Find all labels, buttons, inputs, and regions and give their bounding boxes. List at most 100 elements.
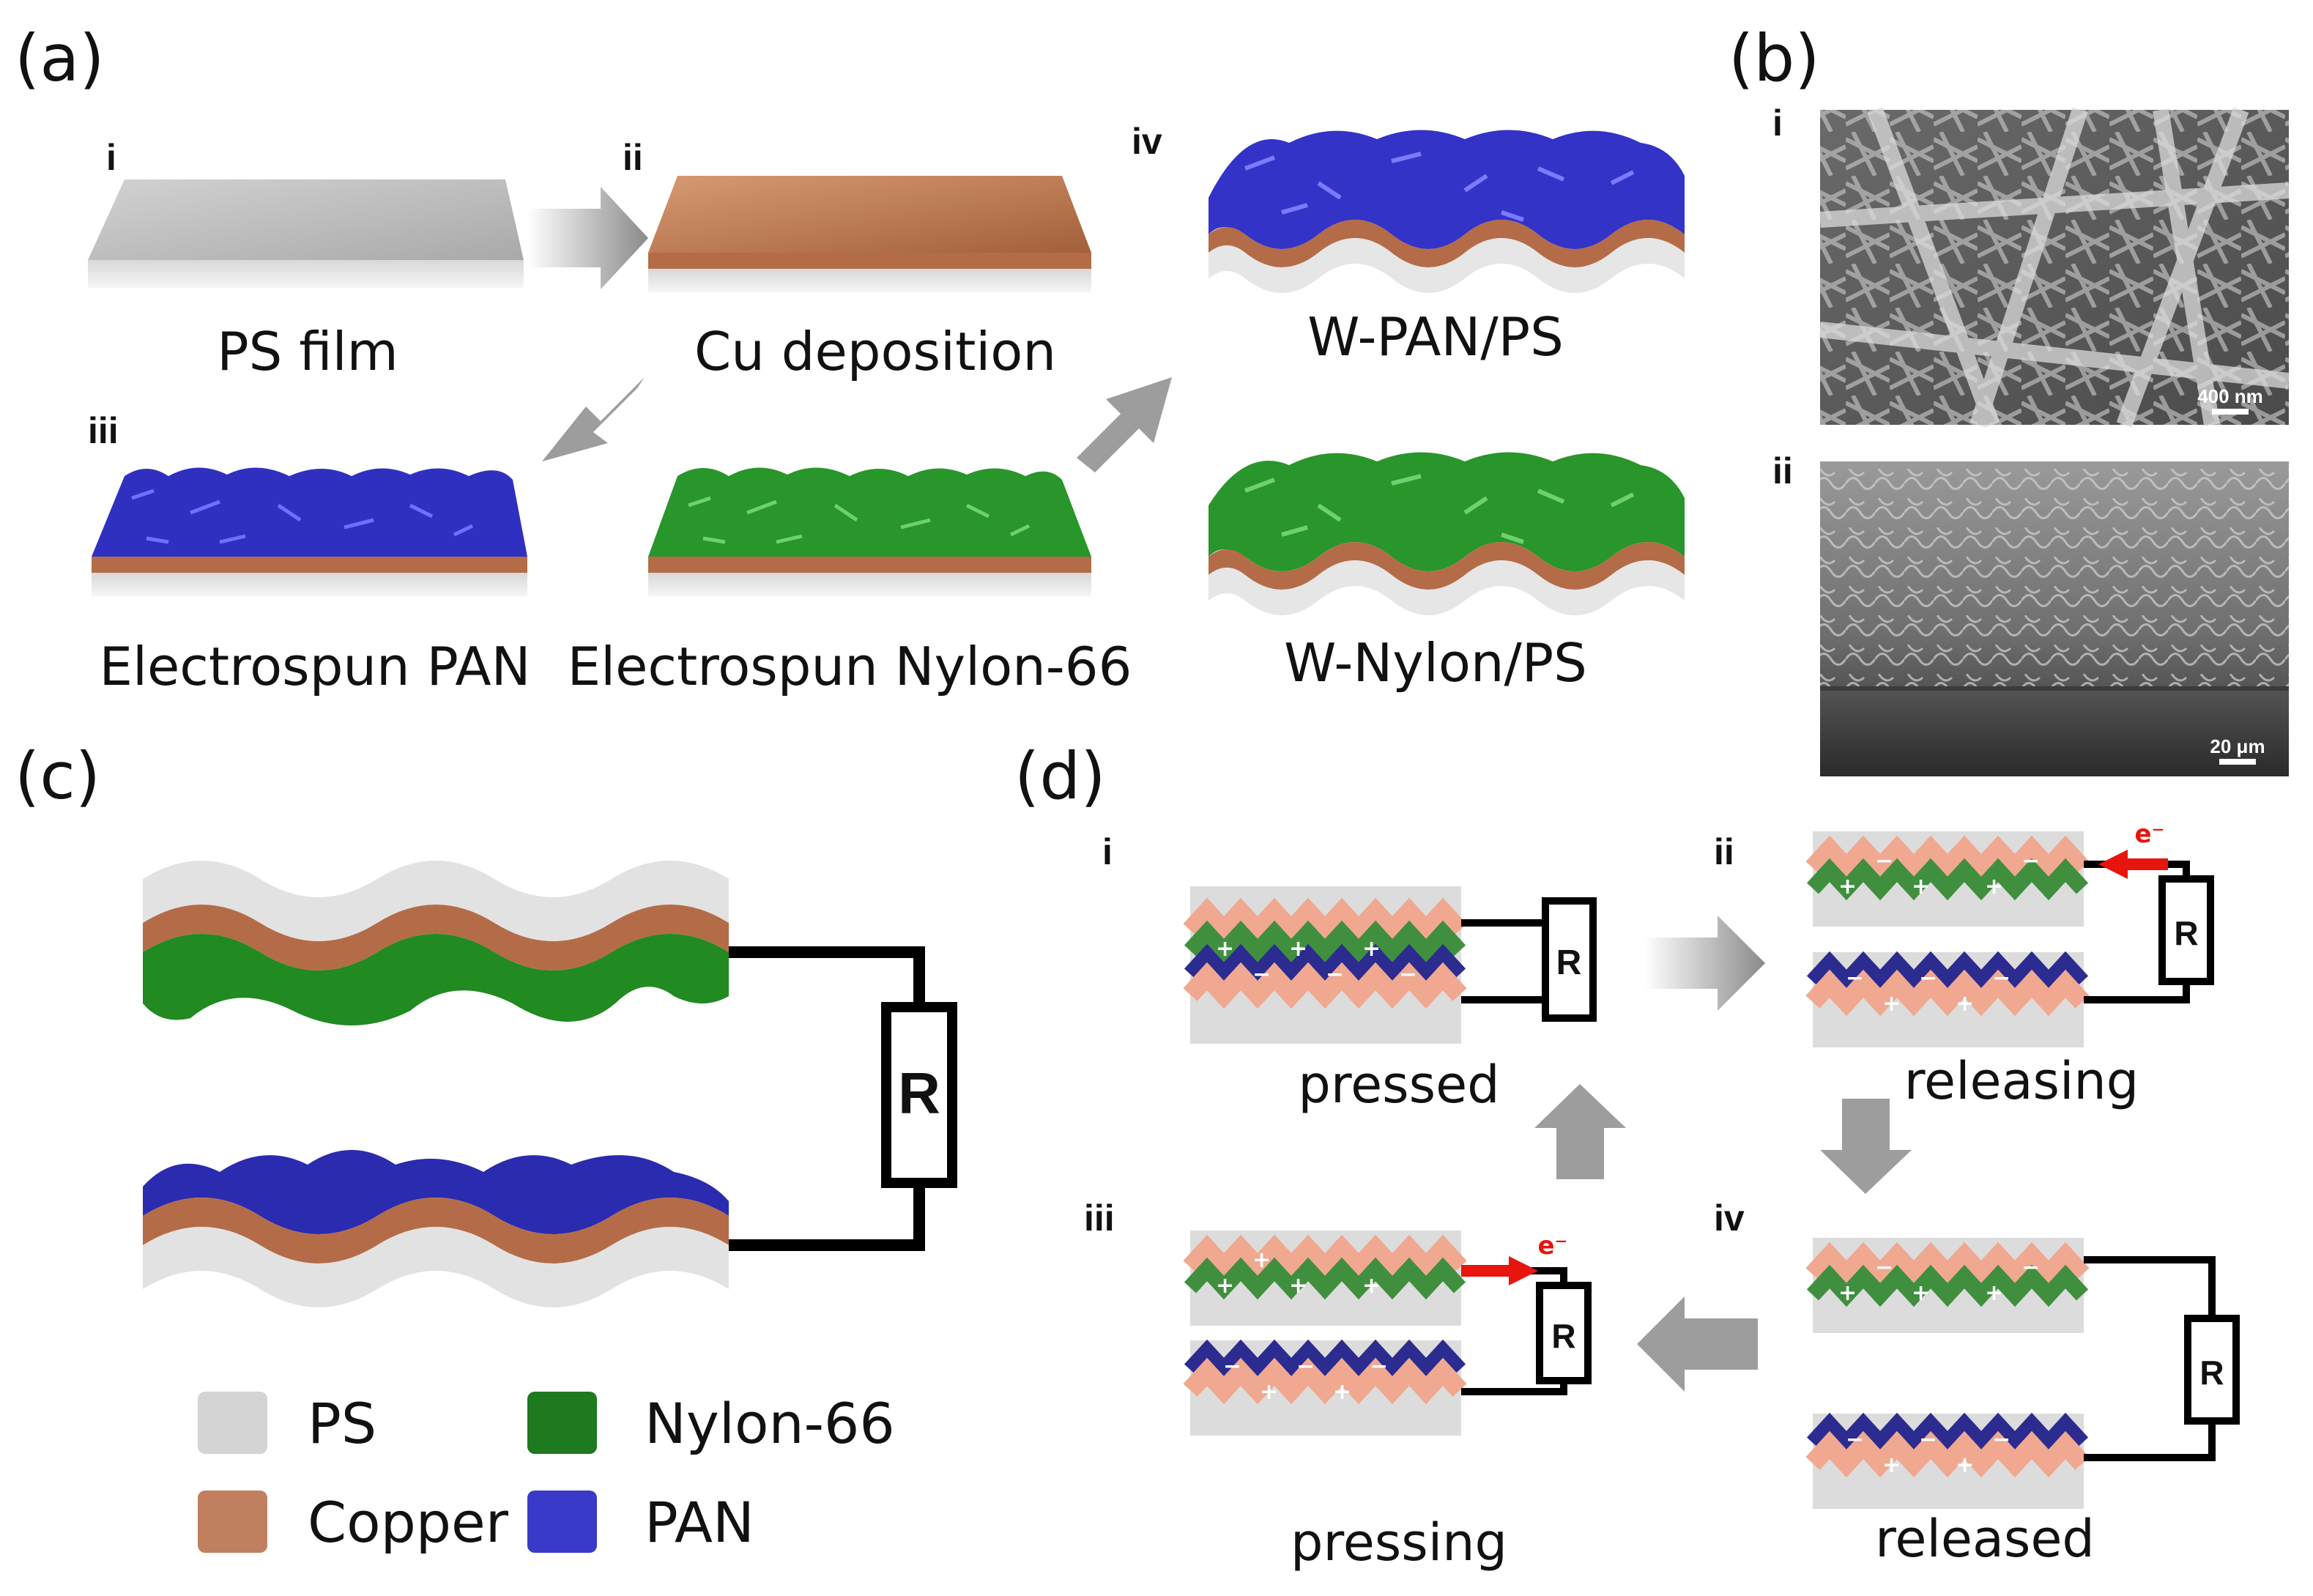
charge-minus: −	[1296, 1354, 1315, 1379]
legend-label-nylon: Nylon-66	[645, 1391, 895, 1456]
charge-plus: +	[1838, 1280, 1857, 1306]
charge-plus: +	[1289, 1273, 1307, 1299]
ps-film-slab	[88, 179, 524, 288]
legend-label-pan: PAN	[645, 1490, 754, 1555]
state-pressed-device: + + + − − −	[1183, 886, 1467, 1044]
electron-arrow-releasing	[2098, 850, 2168, 879]
state-iii-numeral: iii	[1084, 1198, 1115, 1239]
charge-minus: −	[1875, 1255, 1893, 1280]
charge-minus: −	[1919, 965, 1937, 991]
state-ii-numeral: ii	[1714, 831, 1734, 872]
arrow-to-iv	[1077, 377, 1172, 472]
step-ii-numeral: ii	[623, 137, 643, 178]
charge-plus: +	[1260, 1379, 1278, 1405]
charge-minus: −	[1919, 1427, 1937, 1452]
resistor-pressing-label: R	[1551, 1317, 1575, 1355]
charge-minus: −	[1992, 1427, 2011, 1452]
state-i-numeral: i	[1102, 831, 1113, 872]
circuit-released: R	[2084, 1256, 2240, 1461]
resistor-released-label: R	[2199, 1354, 2224, 1392]
state-iv-caption: released	[1875, 1509, 2095, 1569]
legend: PS Nylon-66 Copper PAN	[198, 1391, 895, 1555]
resistor-releasing-label: R	[2174, 914, 2198, 952]
charge-plus: +	[1912, 1280, 1930, 1306]
circuit-pressed: R	[1461, 897, 1597, 1022]
sem-ii-numeral: ii	[1772, 450, 1793, 491]
charge-plus: +	[1289, 936, 1307, 962]
charge-plus: +	[1985, 874, 2003, 899]
charge-plus: +	[1912, 874, 1930, 899]
arrow-i-to-ii	[527, 187, 648, 289]
panel-d-label: (d)	[1014, 738, 1106, 814]
legend-label-copper: Copper	[308, 1490, 509, 1555]
sem-image-cross-section: 20 μm	[1820, 461, 2289, 776]
charge-plus: +	[1882, 1452, 1901, 1478]
charge-minus: −	[2021, 1255, 2040, 1280]
legend-swatch-copper	[198, 1491, 267, 1553]
state-i-caption: pressed	[1298, 1055, 1499, 1115]
arrow-i-to-ii-d	[1644, 916, 1765, 1011]
nylon-slab	[648, 467, 1091, 596]
sem-ii-scale-bar: 20 μm	[2210, 735, 2265, 757]
w-pan-ps-slab	[1209, 130, 1685, 293]
charge-minus: −	[2021, 848, 2040, 874]
charge-minus: −	[1399, 962, 1417, 987]
panel-c: (c) R PS Nylon-66 Copper PA	[15, 738, 957, 1555]
top-electrode-stack	[143, 861, 729, 1025]
electron-label-pressing: e⁻	[1537, 1231, 1567, 1261]
legend-swatch-pan	[527, 1491, 597, 1553]
charge-plus: +	[1252, 1247, 1271, 1273]
w-nylon-ps-slab	[1209, 452, 1685, 615]
charge-plus: +	[1882, 991, 1901, 1017]
charge-plus: +	[1956, 991, 1974, 1017]
sem-i-scale-bar: 400 nm	[2197, 385, 2263, 407]
step-iv-numeral: iv	[1132, 121, 1162, 162]
charge-minus: −	[1992, 965, 2011, 991]
charge-plus: +	[1362, 936, 1381, 962]
step-iv-caption: W-PAN/PS	[1307, 306, 1564, 368]
charge-plus: +	[1333, 1379, 1351, 1405]
cu-deposition-slab	[648, 176, 1091, 292]
charge-minus: −	[1875, 848, 1893, 874]
legend-swatch-nylon	[527, 1392, 597, 1454]
panel-b: (b) i 400 nm ii 20 μm	[1729, 21, 2290, 776]
state-ii-caption: releasing	[1904, 1051, 2139, 1111]
electron-label-releasing: e⁻	[2134, 820, 2164, 849]
step-iii-caption: Electrospun PAN	[100, 636, 531, 697]
charge-minus: −	[1846, 1427, 1864, 1452]
resistor-pressed-label: R	[1556, 943, 1582, 982]
circuit-pressing: R e⁻	[1461, 1231, 1592, 1395]
charge-plus: +	[1216, 936, 1234, 962]
charge-plus: +	[1956, 1452, 1974, 1478]
circuit-releasing: R e⁻	[2084, 820, 2214, 1003]
state-released-device: + + + − − − − − + +	[1805, 1238, 2090, 1509]
step-nylon-caption: Electrospun Nylon-66	[568, 636, 1132, 697]
arrow-iv-to-iii	[1637, 1296, 1758, 1392]
circuit-c: R	[729, 946, 957, 1251]
sem-image-fibers: 400 nm	[1819, 107, 2290, 428]
charge-plus: +	[1985, 1280, 2003, 1306]
pan-slab	[92, 467, 527, 596]
arrow-ii-to-iii	[542, 377, 645, 461]
charge-minus: −	[1326, 962, 1344, 987]
charge-minus: −	[1223, 1354, 1241, 1379]
bottom-electrode-stack	[143, 1150, 729, 1307]
step-i-numeral: i	[106, 137, 116, 178]
state-iv-numeral: iv	[1714, 1198, 1745, 1239]
electron-arrow-pressing	[1461, 1256, 1538, 1285]
legend-label-ps: PS	[308, 1391, 376, 1456]
charge-minus: −	[1846, 965, 1864, 991]
charge-minus: −	[1370, 1354, 1388, 1379]
arrow-iii-to-i	[1534, 1084, 1626, 1179]
panel-c-label: (c)	[15, 738, 100, 814]
panel-a: (a) i PS film ii Cu deposition iii Elect…	[15, 21, 1685, 697]
resistor-c	[881, 1002, 957, 1188]
step-iii-numeral: iii	[88, 410, 119, 451]
charge-plus: +	[1216, 1273, 1234, 1299]
charge-plus: +	[1362, 1273, 1381, 1299]
state-iii-caption: pressing	[1291, 1513, 1507, 1573]
step-w-nylon-caption: W-Nylon/PS	[1284, 632, 1587, 694]
state-releasing-device: + + + − − − − − + +	[1805, 831, 2090, 1047]
panel-b-label: (b)	[1729, 21, 1820, 96]
step-i-caption: PS film	[217, 321, 398, 382]
